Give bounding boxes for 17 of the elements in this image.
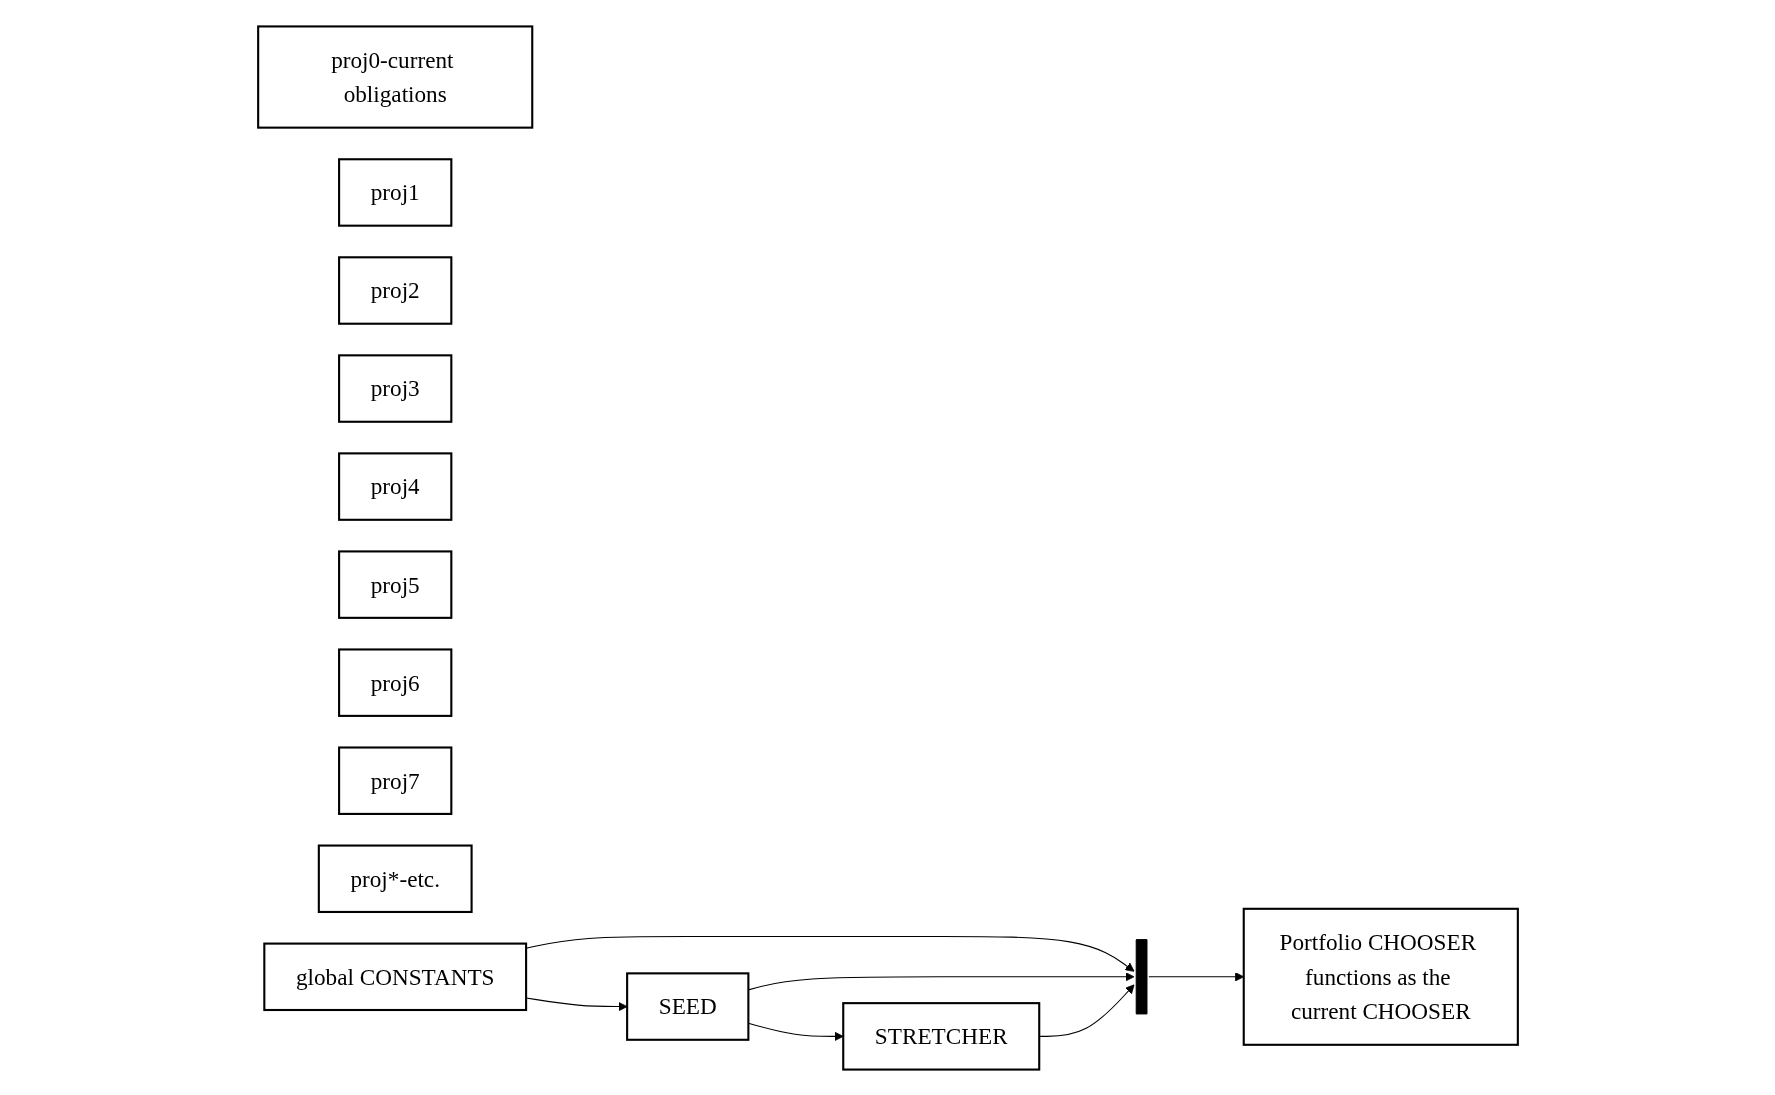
node-box: proj6 <box>337 647 452 717</box>
arrow <box>525 935 1135 972</box>
node-box: global CONSTANTS <box>262 942 527 1011</box>
arrow <box>1147 971 1244 981</box>
node-box: proj4 <box>337 451 452 521</box>
node-box: proj1 <box>337 157 452 227</box>
node-box: SEED <box>625 971 749 1041</box>
node-box: proj0-current obligations <box>256 24 533 129</box>
node-box: Portfolio CHOOSER functions as the current CHOOSER <box>1242 907 1519 1046</box>
node-box: proj3 <box>337 353 452 423</box>
node-box: STRETCHER <box>841 1001 1040 1071</box>
node-box: proj5 <box>337 549 452 619</box>
arrow <box>747 971 1135 990</box>
node-box: proj7 <box>337 745 452 815</box>
node-box: proj*-etc. <box>317 844 473 913</box>
arrow <box>1038 983 1135 1037</box>
node-box: proj2 <box>337 255 452 325</box>
